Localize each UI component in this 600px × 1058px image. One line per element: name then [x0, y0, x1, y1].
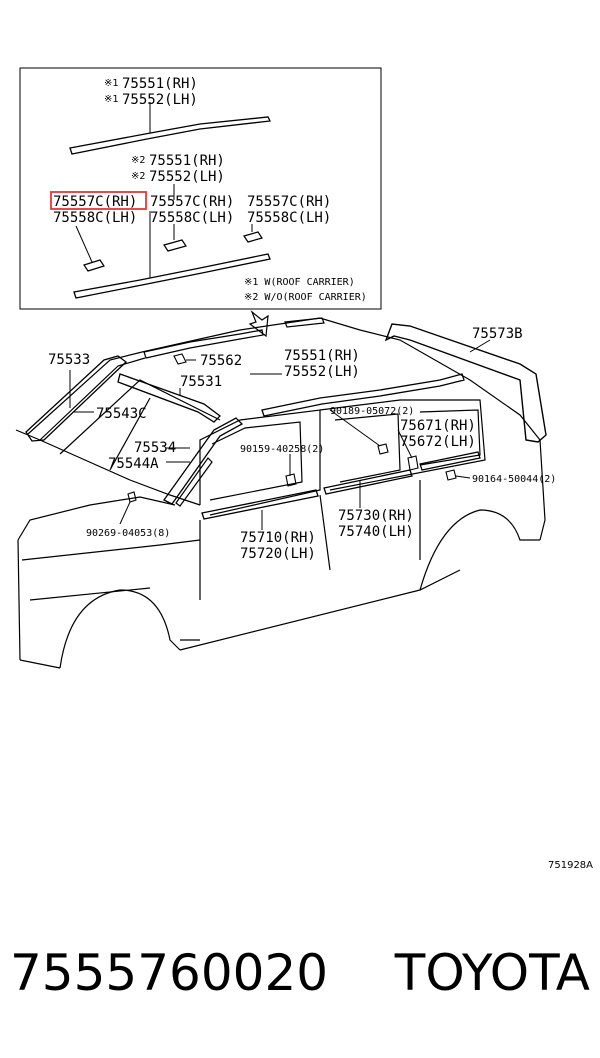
label-75551-rh: 75551(RH) — [284, 348, 360, 364]
inset-right-cover-lh: 75558C(LH) — [247, 210, 331, 226]
label-75573B: 75573B — [472, 326, 523, 342]
inset-legend-2: ※2 W/O(ROOF CARRIER) — [244, 292, 367, 303]
inset-cover-left — [83, 259, 105, 272]
label-75672-lh: 75672(LH) — [400, 434, 476, 450]
clip-75562 — [173, 353, 187, 365]
clip-90189 — [377, 443, 389, 455]
clip-90269 — [127, 491, 137, 503]
inset-frame — [19, 67, 382, 310]
note-1-prefix-a: ※1 — [104, 78, 118, 89]
roof-side-molding — [117, 373, 221, 423]
leader-lines — [69, 339, 491, 530]
label-75533: 75533 — [48, 352, 90, 368]
highlighted-part-box — [50, 191, 147, 210]
label-75671-rh: 75671(RH) — [400, 418, 476, 434]
label-75543C: 75543C — [96, 406, 147, 422]
windshield-molding-outer — [25, 355, 128, 442]
back-door-frame-molding — [384, 323, 547, 443]
inset-roof-rail-lower — [73, 253, 271, 299]
label-90164: 90164-50044(2) — [472, 474, 556, 485]
inset-center-cover-lh: 75558C(LH) — [150, 210, 234, 226]
label-75720-lh: 75720(LH) — [240, 546, 316, 562]
clip-75671 — [407, 455, 419, 471]
inset-top-rail-rh: 75551(RH) — [122, 76, 198, 92]
label-75710-rh: 75710(RH) — [240, 530, 316, 546]
part-number: 7555760020 — [10, 944, 329, 1002]
label-75531: 75531 — [180, 374, 222, 390]
rear-door-belt-molding — [323, 469, 413, 495]
inset-mid-rail-rh: 75551(RH) — [149, 153, 225, 169]
label-75552-lh: 75552(LH) — [284, 364, 360, 380]
clip-90164 — [445, 469, 457, 481]
label-75562: 75562 — [200, 353, 242, 369]
inset-cover-center — [163, 239, 187, 252]
inset-roof-rail-upper — [69, 116, 271, 155]
clip-90159 — [285, 473, 297, 487]
vehicle-outline — [15, 317, 546, 669]
note-2-prefix-b: ※2 — [131, 171, 145, 182]
quarter-belt-molding — [419, 451, 481, 471]
inset-left-cover-lh: 75558C(LH) — [53, 210, 137, 226]
front-door-belt-molding — [201, 489, 319, 520]
roof-drip-molding — [261, 373, 465, 417]
note-2-prefix-a: ※2 — [131, 155, 145, 166]
label-75544A: 75544A — [108, 456, 159, 472]
part-footer: 7555760020 TOYOTA — [10, 938, 590, 1008]
inset-right-cover-rh: 75557C(RH) — [247, 194, 331, 210]
front-pillar-garnish — [163, 417, 244, 505]
inset-leader-cover-left — [75, 225, 93, 263]
inset-mid-rail-lh: 75552(LH) — [149, 169, 225, 185]
inset-top-rail-lh: 75552(LH) — [122, 92, 198, 108]
roof-molding-piece — [284, 317, 325, 328]
inset-center-cover-rh: 75557C(RH) — [150, 194, 234, 210]
roof-molding-front — [143, 329, 264, 359]
figure-reference: 751928A — [548, 860, 593, 871]
label-75730-rh: 75730(RH) — [338, 508, 414, 524]
brand-name: TOYOTA — [394, 944, 590, 1002]
inset-cover-right — [243, 231, 263, 243]
label-90269: 90269-04053(8) — [86, 528, 170, 539]
inset-callout-arrow — [248, 310, 269, 338]
label-75534: 75534 — [134, 440, 176, 456]
label-75740-lh: 75740(LH) — [338, 524, 414, 540]
label-90189: 90189-05072(2) — [330, 406, 414, 417]
inset-legend-1: ※1 W(ROOF CARRIER) — [244, 277, 355, 288]
highlighted-part-label: 75557C(RH) — [53, 194, 137, 210]
label-90159: 90159-40258(2) — [240, 444, 324, 455]
front-pillar-lower — [175, 457, 213, 507]
note-1-prefix-b: ※1 — [104, 94, 118, 105]
